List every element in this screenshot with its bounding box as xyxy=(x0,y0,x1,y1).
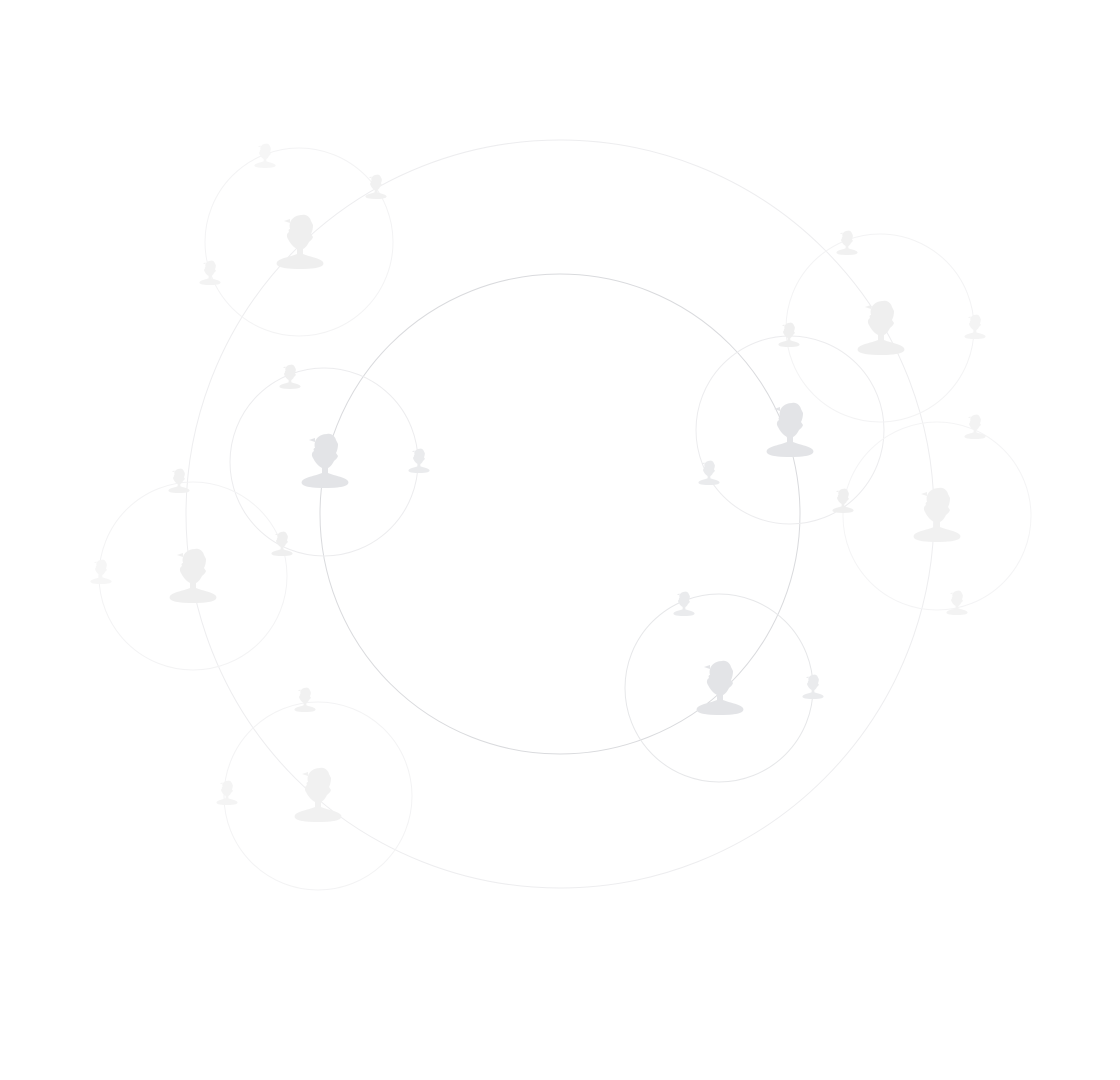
person-icon xyxy=(696,660,744,715)
person-icon xyxy=(913,487,961,542)
person-icon xyxy=(271,531,293,556)
person-icon xyxy=(698,460,720,485)
faint-orbit-top-left xyxy=(204,147,394,337)
faint-orbit-right xyxy=(842,421,1032,611)
person-icon xyxy=(857,300,905,355)
person-icon xyxy=(778,322,800,347)
person-icon xyxy=(199,260,221,285)
person-icon xyxy=(254,143,276,168)
person-icon xyxy=(964,314,986,339)
person-icon xyxy=(946,590,968,615)
faint-orbit-bottom-left xyxy=(223,701,413,891)
person-icon xyxy=(169,548,217,603)
person-icon xyxy=(276,214,324,269)
person-icon xyxy=(832,488,854,513)
person-icon xyxy=(301,433,349,488)
person-icon xyxy=(294,767,342,822)
person-icon xyxy=(294,687,316,712)
person-icon xyxy=(802,674,824,699)
main-orbit xyxy=(319,273,801,755)
people-layer xyxy=(90,143,986,822)
person-icon xyxy=(279,364,301,389)
person-icon xyxy=(216,780,238,805)
orbits-layer xyxy=(98,139,1032,891)
person-icon xyxy=(90,559,112,584)
person-icon xyxy=(766,402,814,457)
faint-orbit-left xyxy=(98,481,288,671)
person-icon xyxy=(168,468,190,493)
person-icon xyxy=(408,448,430,473)
